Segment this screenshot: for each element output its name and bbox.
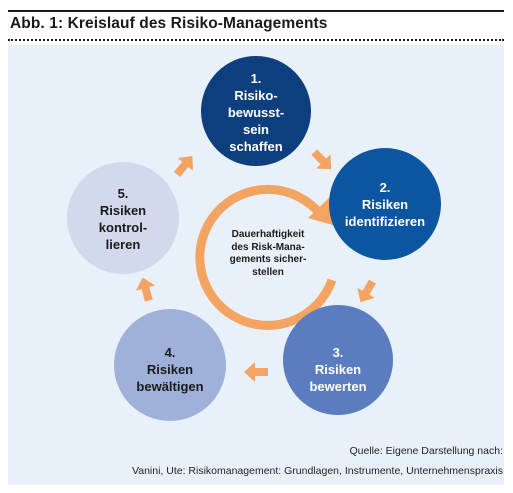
center-label: Dauerhaftigkeit des Risk-Mana- gements s…	[203, 229, 333, 279]
step-1-line: sein	[242, 122, 269, 137]
step-4-line: 4.	[164, 345, 176, 360]
figure-title: Abb. 1: Kreislauf des Risiko-Managements	[10, 15, 328, 32]
center-cycle-arrowhead	[308, 196, 336, 226]
center-line: des Risk-Mana-	[231, 241, 305, 253]
step-2-line: 2.	[379, 180, 391, 195]
step-4-label: 4. Risiken bewältigen	[120, 344, 220, 395]
step-circle-1	[201, 56, 311, 166]
step-5-label: 5. Risiken kontrol- lieren	[73, 185, 173, 253]
step-1-line: bewusst-	[227, 105, 285, 120]
step-circle-3	[283, 305, 393, 415]
step-3-line: bewerten	[309, 379, 367, 394]
step-circle-4	[114, 309, 226, 421]
step-5-line: 5.	[117, 186, 129, 201]
arrow-2-to-3	[357, 279, 376, 303]
center-cycle-ring	[195, 184, 337, 330]
step-2-line: identifizieren	[344, 214, 426, 229]
source-line-1: Quelle: Eigene Darstellung nach:	[349, 445, 503, 457]
step-4-line: bewältigen	[136, 379, 204, 394]
step-2-label: 2. Risiken identifizieren	[330, 179, 440, 230]
step-1-line: 1.	[250, 71, 262, 86]
step-circle-5	[67, 162, 179, 274]
step-5-line: Risiken	[99, 203, 147, 218]
arrow-3-to-4	[244, 362, 268, 382]
center-line: stellen	[252, 266, 284, 278]
step-3-label: 3. Risiken bewerten	[288, 344, 388, 395]
step-2-line: Risiken	[361, 197, 409, 212]
center-line: Dauerhaftigkeit	[231, 229, 305, 240]
center-line: gements sicher-	[229, 254, 307, 265]
step-4-line: Risiken	[146, 362, 194, 377]
source-line-2: Vanini, Ute: Risikomanagement: Grundlage…	[132, 465, 503, 477]
step-1-line: Risiko-	[234, 88, 278, 103]
step-3-line: Risiken	[314, 362, 362, 377]
step-5-line: lieren	[105, 237, 141, 252]
dotted-divider	[8, 39, 504, 41]
arrow-4-to-5	[135, 277, 156, 302]
arrow-5-to-1	[173, 156, 193, 177]
step-3-line: 3.	[332, 345, 344, 360]
step-1-label: 1. Risiko- bewusst- sein schaffen	[206, 70, 306, 155]
step-circle-2	[329, 148, 441, 260]
step-1-line: schaffen	[229, 139, 283, 154]
top-rule	[8, 10, 504, 12]
step-5-line: kontrol-	[98, 220, 148, 235]
arrow-1-to-2	[311, 149, 332, 170]
